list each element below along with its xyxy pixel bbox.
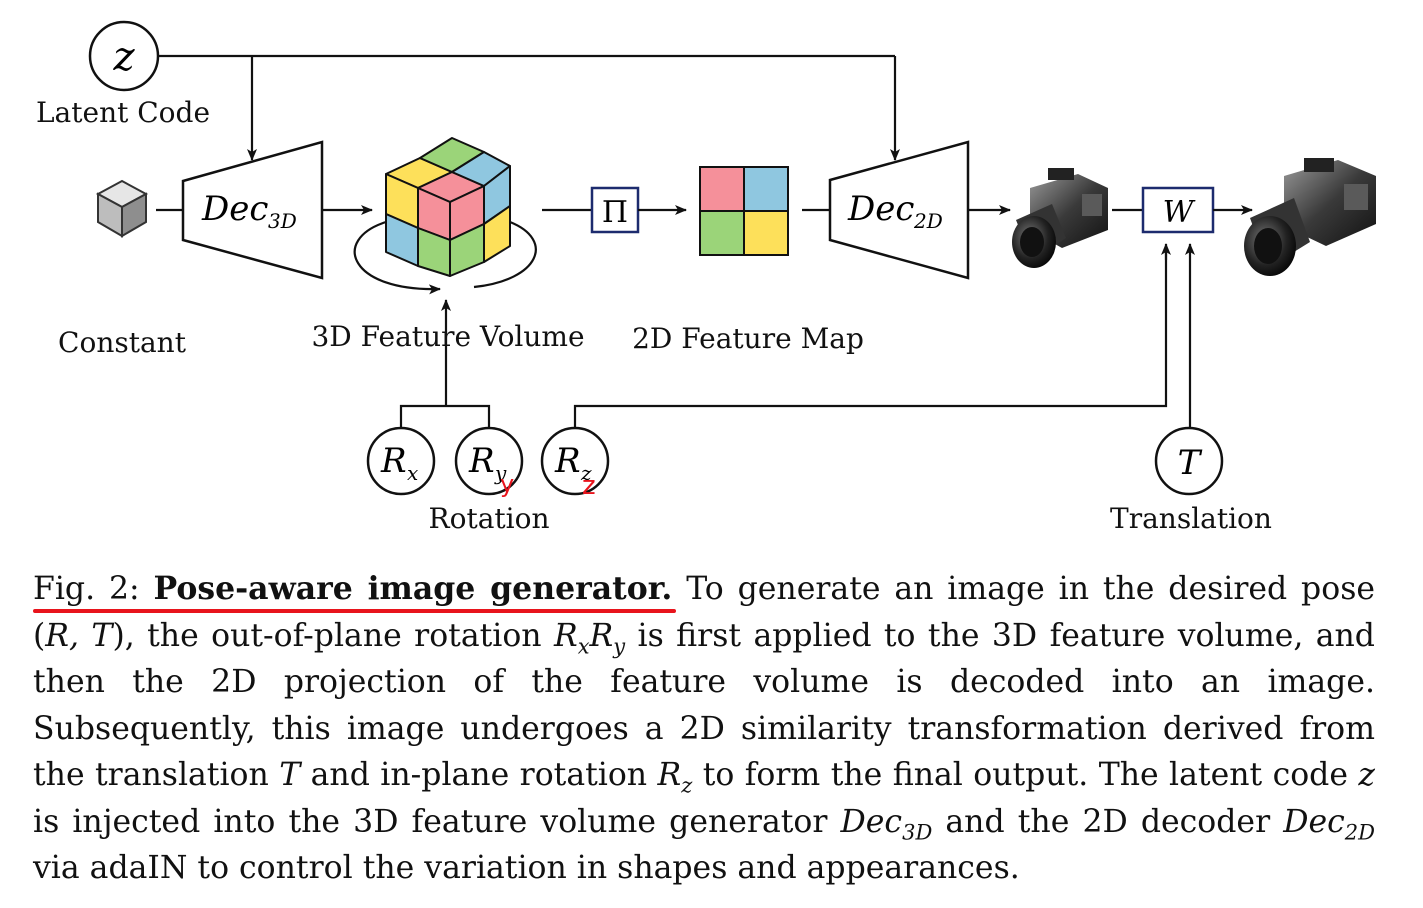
rz-sub: z: [580, 461, 592, 485]
caption-text-6: is injected into the 3D feature volume g…: [33, 803, 841, 840]
caption-dec3d: Dec: [840, 803, 903, 840]
caption-text-5: to form the final output. The latent cod…: [692, 757, 1359, 793]
caption-text-1: To generate an image in the desired pose…: [33, 571, 1375, 654]
generated-camera-image: [1012, 168, 1108, 268]
ry-main: R: [468, 441, 495, 481]
caption-pose: R, T: [45, 617, 113, 654]
figure-caption: Fig. 2: Pose-aware image generator. To g…: [33, 566, 1375, 892]
rx-main: R: [380, 441, 407, 481]
rotation-label: Rotation: [429, 502, 550, 535]
figure-title: Pose-aware image generator.: [153, 570, 673, 607]
rotation-ellipse-arrow: [353, 220, 537, 289]
ry-sub: y: [494, 461, 507, 485]
caption-rz-sub: z: [681, 773, 693, 798]
caption-z: z: [1358, 757, 1376, 793]
caption-text-3: is first applied to the 3D feature volum…: [33, 617, 1375, 794]
dec2d-main: Dec: [847, 189, 914, 229]
rx-sub: x: [407, 461, 418, 485]
dec3d-sub: 3D: [268, 209, 297, 233]
latent-code-node: z: [88, 20, 160, 92]
caption-dec3d-sub: 3D: [902, 819, 933, 844]
caption-rz: R: [657, 757, 682, 793]
caption-text-7: and the 2D decoder: [932, 803, 1284, 840]
translation-symbol: T: [1178, 443, 1203, 483]
ry-node: R y y: [454, 426, 524, 498]
projection-box: Π: [590, 186, 640, 234]
caption-dec2d-sub: 2D: [1344, 819, 1375, 844]
warp-box: W: [1141, 186, 1215, 234]
figure-label-group: Fig. 2: Pose-aware image generator.: [33, 570, 673, 607]
feature-volume-label: 3D Feature Volume: [311, 320, 584, 353]
rz-main: R: [554, 441, 581, 481]
caption-ry: R: [589, 617, 614, 654]
rx-node: R x: [366, 426, 436, 496]
rotation-connectors: [399, 243, 1195, 428]
translation-node: T: [1154, 426, 1224, 496]
handwritten-mark-y: y: [500, 470, 514, 498]
dec2d-block: Dec 2D: [828, 140, 970, 280]
feature-volume-cube: [385, 137, 511, 277]
latent-connectors: [158, 54, 900, 161]
constant-label: Constant: [58, 326, 187, 359]
latent-symbol: z: [112, 34, 135, 80]
translation-label: Translation: [1110, 502, 1272, 535]
caption-text-4: and in-plane rotation: [300, 757, 658, 793]
pipeline-diagram: z Latent Code Constant Dec 3D: [36, 20, 1376, 535]
dec3d-block: Dec 3D: [181, 140, 324, 280]
final-camera-image: [1244, 158, 1376, 276]
caption-rx-sub: x: [577, 633, 590, 658]
caption-text-8: via adaIN to control the variation in sh…: [33, 850, 1020, 886]
caption-rx: R: [553, 617, 578, 654]
dec2d-sub: 2D: [913, 209, 943, 233]
latent-code-label: Latent Code: [36, 96, 210, 129]
caption-ry-sub: y: [613, 633, 626, 658]
constant-cube-icon: [95, 179, 149, 238]
caption-dec2d: Dec: [1283, 803, 1345, 840]
caption-t: T: [279, 757, 301, 793]
projection-symbol: Π: [602, 195, 628, 230]
caption-text-2: ), the out-of-plane rotation: [112, 617, 554, 654]
warp-symbol: W: [1163, 195, 1196, 230]
dec3d-main: Dec: [201, 189, 268, 229]
feature-map-grid: [699, 166, 789, 256]
figure-number: Fig. 2:: [33, 571, 140, 607]
rz-node: R z z: [540, 426, 610, 501]
handwritten-mark-z: z: [582, 471, 596, 501]
feature-map-label: 2D Feature Map: [632, 322, 864, 355]
